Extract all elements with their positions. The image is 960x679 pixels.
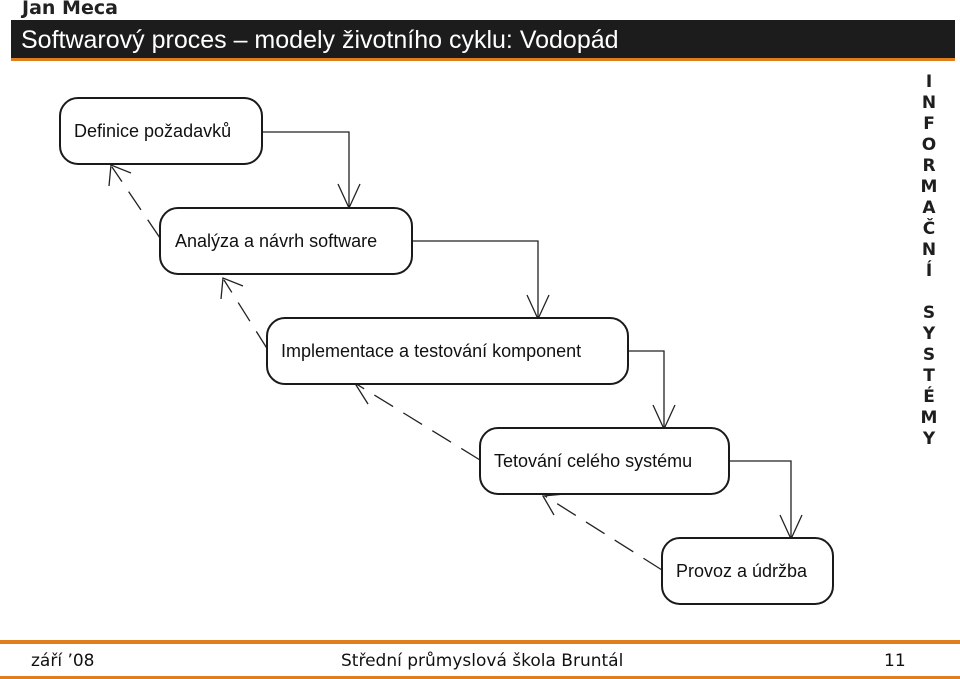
page-number: 11: [884, 651, 906, 671]
stage-label-2: Analýza a návrh software: [175, 231, 377, 251]
stage-box-5: [661, 537, 834, 605]
footer-school: Střední průmyslová škola Bruntál: [341, 651, 624, 671]
connector-4-5: [729, 460, 792, 538]
sidebar-letter: M: [920, 408, 938, 428]
feedback-5-4: [544, 495, 663, 571]
connector-3-4: [628, 350, 665, 428]
stage-box-2: [159, 207, 413, 275]
feedback-2-1: [111, 166, 161, 239]
sidebar-letter: F: [923, 114, 935, 134]
stage-label-4: Tetování celého systému: [494, 451, 692, 471]
sidebar-letter: N: [921, 93, 937, 113]
sidebar-letter: É: [923, 387, 935, 407]
footer-bottom-line: [0, 676, 960, 679]
feedback-3-2: [223, 279, 269, 351]
footer-divider: [0, 640, 960, 644]
sidebar-letter: I: [925, 72, 933, 92]
stage-label-3: Implementace a testování komponent: [281, 341, 581, 361]
sidebar-letter: S: [922, 345, 936, 365]
stage-box-3: [266, 317, 629, 385]
sidebar-letter: N: [921, 240, 937, 260]
author-name: Jan Meca: [22, 0, 118, 19]
sidebar-letter: Í: [925, 261, 933, 281]
stage-box-4: [479, 427, 730, 495]
sidebar-letter: T: [923, 366, 935, 386]
stage-label-5: Provoz a údržba: [676, 561, 808, 581]
feedback-arrowhead-3-2: [220, 277, 244, 300]
footer: září ’08 Střední průmyslová škola Bruntá…: [0, 650, 960, 674]
sidebar-letter: O: [921, 135, 937, 155]
sidebar-letter: Y: [922, 324, 936, 344]
sidebar-letter: S: [922, 303, 936, 323]
sidebar-letter: M: [920, 177, 938, 197]
connector-2-3: [412, 240, 539, 318]
connector-1-2: [262, 131, 350, 207]
title-bar: Softwarový proces – modely životního cyk…: [11, 20, 955, 61]
stage-box-1: [59, 97, 263, 165]
stage-label-1: Definice požadavků: [74, 121, 231, 141]
sidebar-letter: Č: [922, 219, 936, 239]
footer-date: září ’08: [31, 651, 95, 671]
feedback-4-3: [357, 384, 481, 461]
sidebar-letter: A: [922, 198, 936, 218]
slide-title: Softwarový proces – modely životního cyk…: [21, 26, 619, 54]
sidebar-letter: Y: [922, 429, 936, 449]
sidebar-letter: R: [922, 156, 936, 176]
